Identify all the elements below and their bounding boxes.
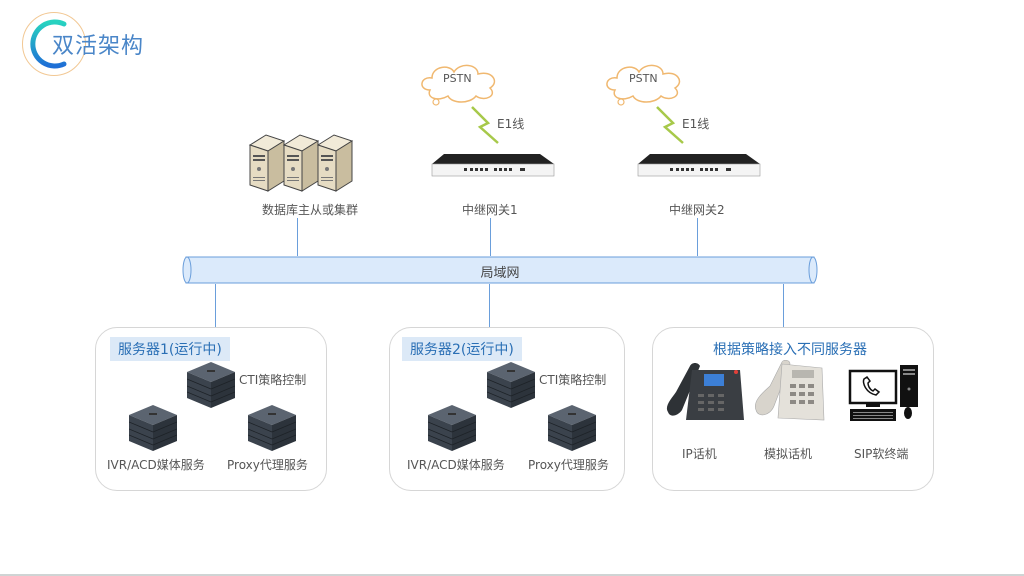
rack-server-icon bbox=[428, 405, 476, 451]
ivr-acd-label: IVR/ACD媒体服务 bbox=[407, 458, 505, 472]
logo-icon bbox=[30, 19, 67, 69]
e1-link-icon bbox=[656, 106, 684, 144]
gateway-1-label: 中继网关1 bbox=[462, 203, 518, 217]
connector-line bbox=[297, 218, 298, 256]
cti-label: CTI策略控制 bbox=[239, 373, 307, 387]
server-tower-cluster-icon bbox=[248, 134, 353, 192]
softphone-computer-icon bbox=[848, 365, 918, 421]
connector-line bbox=[490, 218, 491, 256]
lan-bus bbox=[182, 256, 818, 284]
database-label: 数据库主从或集群 bbox=[262, 203, 359, 217]
gateway-device-icon bbox=[431, 154, 555, 177]
rack-server-icon bbox=[487, 362, 535, 408]
cti-label: CTI策略控制 bbox=[539, 373, 607, 387]
connector-line bbox=[697, 218, 698, 256]
analog-phone-icon bbox=[754, 360, 825, 421]
sip-softphone-label: SIP软终端 bbox=[854, 447, 909, 461]
connector-line bbox=[489, 284, 490, 328]
pstn-label: PSTN bbox=[443, 72, 472, 85]
rack-server-icon bbox=[187, 362, 235, 408]
pstn-cloud-icon bbox=[606, 64, 681, 106]
lan-label: 局域网 bbox=[480, 266, 520, 281]
server-2-title: 服务器2(运行中) bbox=[402, 337, 522, 361]
gateway-device-icon bbox=[637, 154, 761, 177]
ivr-acd-label: IVR/ACD媒体服务 bbox=[107, 458, 205, 472]
gateway-2-label: 中继网关2 bbox=[669, 203, 725, 217]
server-1-title: 服务器1(运行中) bbox=[110, 337, 230, 361]
pstn-cloud-icon bbox=[421, 64, 496, 106]
rack-server-icon bbox=[129, 405, 177, 451]
proxy-label: Proxy代理服务 bbox=[227, 458, 308, 472]
ip-phone-icon bbox=[666, 363, 744, 420]
connector-line bbox=[783, 284, 784, 328]
pstn-label: PSTN bbox=[629, 72, 658, 85]
analog-phone-label: 模拟话机 bbox=[764, 447, 813, 461]
connector-line bbox=[215, 284, 216, 328]
e1-label: E1线 bbox=[497, 117, 525, 131]
e1-label: E1线 bbox=[682, 117, 710, 131]
endpoints-title: 根据策略接入不同服务器 bbox=[713, 342, 867, 358]
ip-phone-label: IP话机 bbox=[682, 447, 717, 461]
e1-link-icon bbox=[471, 106, 499, 144]
rack-server-icon bbox=[248, 405, 296, 451]
rack-server-icon bbox=[548, 405, 596, 451]
page-title: 双活架构 bbox=[52, 34, 145, 59]
proxy-label: Proxy代理服务 bbox=[528, 458, 609, 472]
footer-divider bbox=[0, 574, 1024, 576]
logo-ring bbox=[22, 12, 86, 76]
